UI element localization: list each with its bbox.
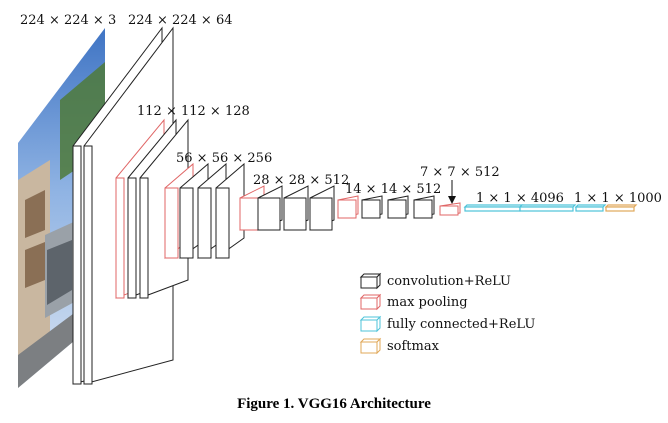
block2-layers — [115, 118, 189, 299]
legend-item-pool: max pooling — [359, 293, 468, 311]
conv-layer — [413, 195, 435, 219]
softmax-layer — [604, 204, 638, 212]
legend-label-pool: max pooling — [387, 295, 468, 310]
conv-layer — [257, 185, 283, 231]
label-conv5: 14 × 14 × 512 — [345, 182, 441, 197]
legend-item-softmax: softmax — [359, 337, 440, 355]
fc-layer-3 — [574, 204, 607, 212]
pool-layer — [337, 195, 359, 219]
legend-label-conv: convolution+ReLU — [387, 274, 511, 289]
input-image — [18, 28, 105, 388]
label-conv1: 224 × 224 × 64 — [128, 13, 232, 28]
conv-layer — [215, 162, 245, 259]
legend-item-conv: convolution+ReLU — [359, 272, 511, 290]
fc-layers — [463, 204, 607, 212]
conv-layer — [387, 195, 409, 219]
label-conv2: 112 × 112 × 128 — [137, 104, 250, 119]
block4-layers — [239, 185, 335, 231]
conv-layer — [361, 195, 383, 219]
label-softmax: 1 × 1 × 1000 — [574, 191, 662, 206]
label-conv3: 56 × 56 × 256 — [176, 151, 272, 166]
legend-label-softmax: softmax — [387, 339, 440, 354]
legend-swatch-conv — [359, 272, 382, 290]
conv-layer — [283, 185, 309, 231]
legend-swatch-pool — [359, 293, 382, 311]
legend-swatch-softmax — [359, 337, 382, 355]
pool5-layer — [439, 202, 461, 216]
figure-caption: Figure 1. VGG16 Architecture — [237, 396, 431, 412]
fc-layer-2 — [518, 204, 577, 212]
legend-swatch-fc — [359, 315, 382, 333]
block5-layers — [337, 195, 435, 219]
label-input: 224 × 224 × 3 — [20, 13, 116, 28]
label-fc: 1 × 1 × 4096 — [476, 191, 564, 206]
legend-item-fc: fully connected+ReLU — [359, 315, 535, 333]
legend-label-fc: fully connected+ReLU — [387, 317, 535, 332]
label-conv4: 28 × 28 × 512 — [253, 173, 349, 188]
block3-layers — [164, 162, 245, 259]
label-pool5: 7 × 7 × 512 — [420, 165, 500, 180]
legend: convolution+ReLU max pooling fully conne… — [359, 272, 535, 355]
pool-layer — [239, 185, 265, 231]
conv-layer — [309, 185, 335, 231]
